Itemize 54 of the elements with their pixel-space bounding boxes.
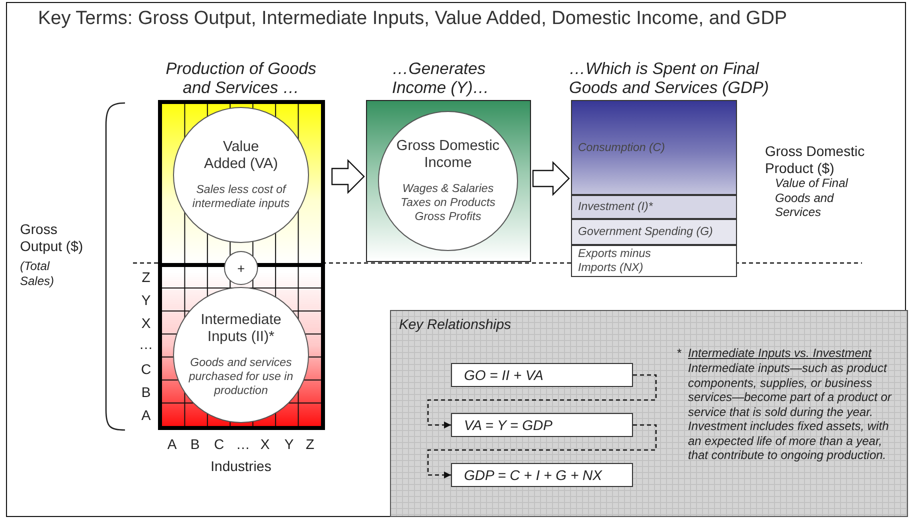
- footnote-text: Intermediate inputs—such as product components, supplies, or business services—become part of a product or service that is sold during the year. Investment includes fixed assets, with an expected life of more than a year, that contribute to ongoing production.: [688, 361, 893, 462]
- diagram-title: Key Terms: Gross Output, Intermediate Inputs, Value Added, Domestic Income, and GDP: [38, 8, 788, 30]
- plus-sign: +: [237, 260, 245, 276]
- axis-label: Industries: [210, 458, 272, 474]
- column-letter: A: [166, 436, 178, 452]
- block-arrow: [331, 159, 365, 194]
- investment-segment: [571, 195, 737, 219]
- net-exports-segment: [571, 245, 737, 277]
- footnote-heading: Intermediate Inputs vs. Investment: [688, 346, 873, 360]
- column-letter: B: [189, 436, 201, 452]
- segment-label: Investment (I)*: [577, 200, 654, 214]
- circle-title: Value Added (VA): [203, 139, 279, 173]
- axis-note: (Total Sales): [20, 259, 56, 288]
- circle-title: Gross Domestic Income: [395, 138, 501, 172]
- column-letter: …: [235, 436, 251, 452]
- formula-text: GDP = C + I + G + NX: [464, 467, 602, 483]
- row-letter: Y: [140, 292, 152, 308]
- formula-text: GO = II + VA: [464, 367, 544, 383]
- segment-label: Government Spending (G): [577, 225, 714, 239]
- segment-label: Consumption (C): [577, 140, 666, 154]
- formula-text: VA = Y = GDP: [464, 417, 552, 433]
- circle-title: Intermediate Inputs (II)*: [200, 312, 282, 346]
- row-letter: A: [140, 407, 152, 424]
- panel-heading: Key Relationships: [399, 316, 512, 332]
- row-letter: Z: [140, 269, 152, 286]
- block-arrow: [532, 161, 570, 196]
- relationships-panel: [390, 310, 908, 517]
- column-heading: Production of Goods and Services …: [164, 60, 318, 98]
- column-heading: …Generates Income (Y)…: [392, 60, 490, 98]
- circle-text: Goods and services purchased for use in production: [188, 356, 294, 398]
- formula-box: [451, 463, 633, 487]
- row-letter: C: [140, 361, 152, 378]
- formula-box: [451, 363, 633, 387]
- column-letter: C: [212, 436, 226, 452]
- segment-label: Exports minus Imports (NX): [577, 247, 652, 275]
- footnote-mark: *: [677, 346, 683, 360]
- arrow: [427, 424, 657, 478]
- column-letter: Y: [283, 436, 295, 452]
- gdp-label: Gross Domestic Product ($): [765, 143, 866, 176]
- row-letter: X: [140, 315, 152, 332]
- row-letter: …: [138, 336, 154, 352]
- arrow: [427, 374, 657, 428]
- income-panel: [364, 60, 533, 263]
- gdp-note: Value of Final Goods and Services: [775, 176, 850, 220]
- column-letter: X: [259, 436, 271, 452]
- government-segment: [571, 219, 737, 245]
- circle-text: Wages & Salaries Taxes on Products Gross Profits: [400, 182, 496, 224]
- axis-label: Gross Output ($): [20, 221, 84, 254]
- formula-box: [451, 413, 633, 437]
- column-letter: Z: [304, 436, 316, 452]
- row-letter: B: [140, 384, 152, 400]
- circle-text: Sales less cost of intermediate inputs: [192, 183, 290, 211]
- consumption-segment: [571, 100, 737, 195]
- column-heading: …Which is Spent on Final Goods and Services (GDP): [569, 60, 770, 98]
